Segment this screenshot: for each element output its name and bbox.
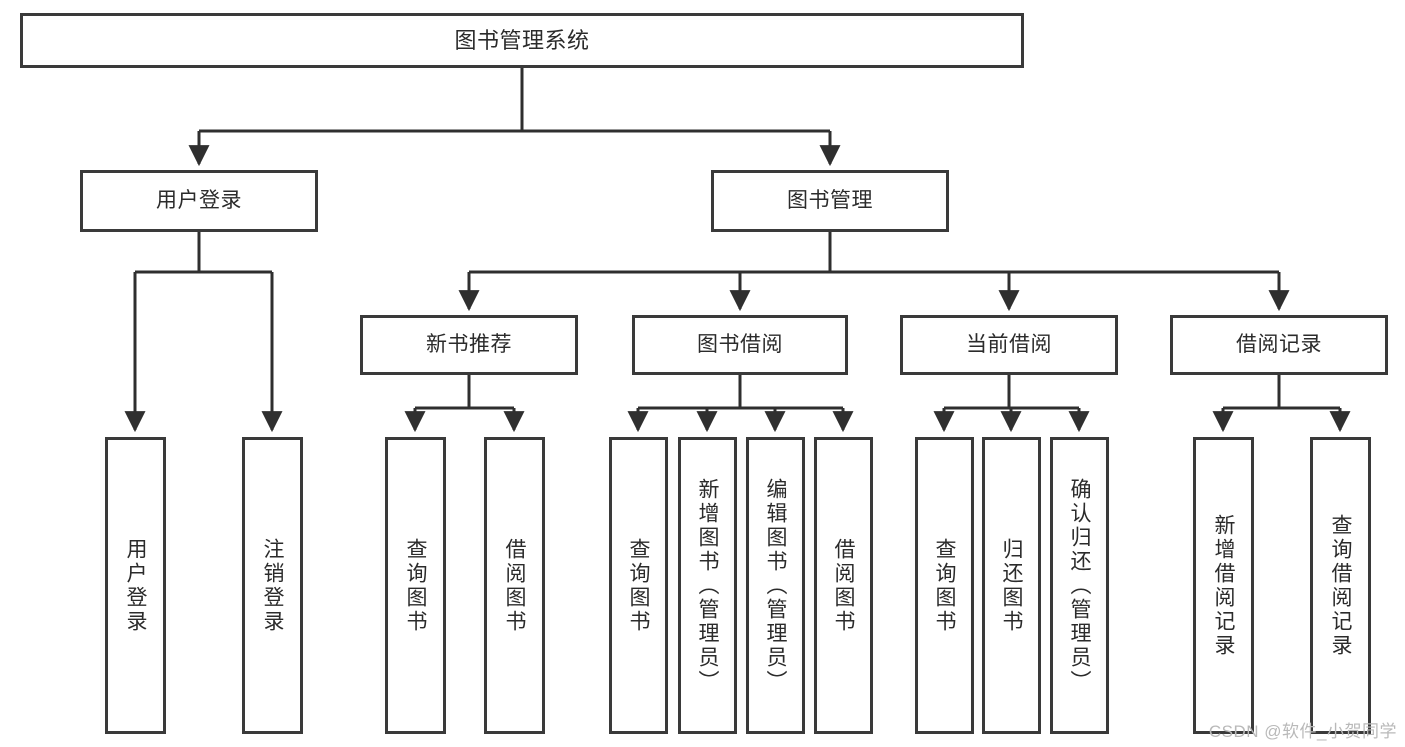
leaf-query-book-2[interactable]: 查询图书 xyxy=(609,437,668,734)
leaf-return-book-label: 归还图书 xyxy=(1000,537,1023,634)
node-new-book-recommend[interactable]: 新书推荐 xyxy=(360,315,578,375)
leaf-query-book-1-label: 查询图书 xyxy=(404,537,427,634)
node-borrow-record[interactable]: 借阅记录 xyxy=(1170,315,1388,375)
leaf-borrow-book-2[interactable]: 借阅图书 xyxy=(814,437,873,734)
leaf-user-logout[interactable]: 注销登录 xyxy=(242,437,303,734)
leaf-return-book[interactable]: 归还图书 xyxy=(982,437,1041,734)
leaf-add-record[interactable]: 新增借阅记录 xyxy=(1193,437,1254,734)
leaf-query-book-3[interactable]: 查询图书 xyxy=(915,437,974,734)
node-new-book-recommend-label: 新书推荐 xyxy=(426,332,512,356)
node-root[interactable]: 图书管理系统 xyxy=(20,13,1024,68)
leaf-user-logout-label: 注销登录 xyxy=(261,537,284,634)
leaf-query-book-1[interactable]: 查询图书 xyxy=(385,437,446,734)
node-book-manage[interactable]: 图书管理 xyxy=(711,170,949,232)
node-book-manage-label: 图书管理 xyxy=(787,188,873,212)
leaf-add-book-label: 新增图书（管理员） xyxy=(696,477,719,694)
leaf-query-book-3-label: 查询图书 xyxy=(933,537,956,634)
leaf-add-book[interactable]: 新增图书（管理员） xyxy=(678,437,737,734)
leaf-edit-book-label: 编辑图书（管理员） xyxy=(764,477,787,694)
watermark: CSDN @软件_小贺同学 xyxy=(1208,722,1397,741)
leaf-query-record[interactable]: 查询借阅记录 xyxy=(1310,437,1371,734)
leaf-add-record-label: 新增借阅记录 xyxy=(1212,513,1235,658)
leaf-user-login-label: 用户登录 xyxy=(124,537,147,634)
leaf-borrow-book-1-label: 借阅图书 xyxy=(503,537,526,634)
leaf-query-record-label: 查询借阅记录 xyxy=(1329,513,1352,658)
leaf-confirm-return[interactable]: 确认归还（管理员） xyxy=(1050,437,1109,734)
node-borrow-record-label: 借阅记录 xyxy=(1236,332,1322,356)
node-current-borrow-label: 当前借阅 xyxy=(966,332,1052,356)
node-user-login-label: 用户登录 xyxy=(156,188,242,212)
leaf-borrow-book-1[interactable]: 借阅图书 xyxy=(484,437,545,734)
node-book-borrow-label: 图书借阅 xyxy=(697,332,783,356)
node-user-login[interactable]: 用户登录 xyxy=(80,170,318,232)
node-book-borrow[interactable]: 图书借阅 xyxy=(632,315,848,375)
node-root-label: 图书管理系统 xyxy=(454,27,590,53)
leaf-borrow-book-2-label: 借阅图书 xyxy=(832,537,855,634)
node-current-borrow[interactable]: 当前借阅 xyxy=(900,315,1118,375)
leaf-query-book-2-label: 查询图书 xyxy=(627,537,650,634)
leaf-confirm-return-label: 确认归还（管理员） xyxy=(1068,477,1091,694)
leaf-edit-book[interactable]: 编辑图书（管理员） xyxy=(746,437,805,734)
leaf-user-login[interactable]: 用户登录 xyxy=(105,437,166,734)
